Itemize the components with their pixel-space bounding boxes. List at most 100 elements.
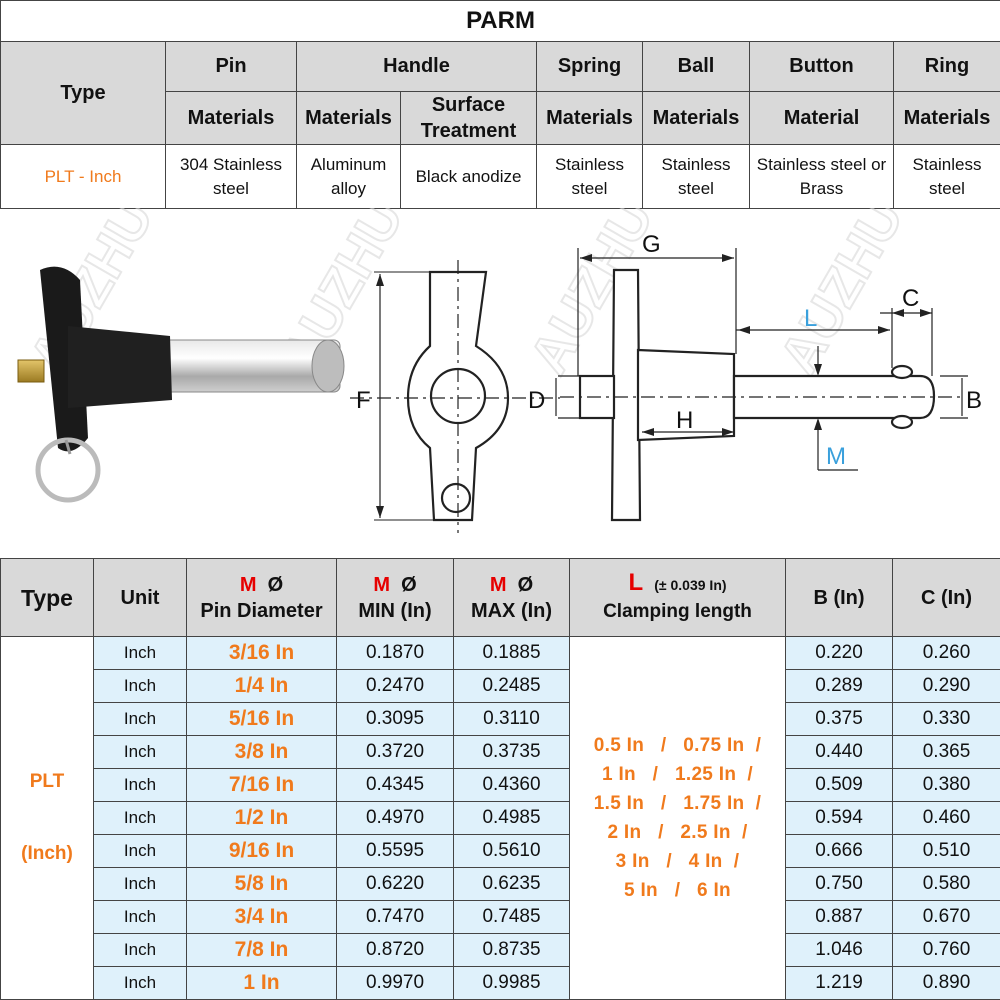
unit-cell: Inch: [93, 636, 187, 670]
dimension-lines: [555, 248, 968, 471]
c-cell: 0.510: [892, 834, 1000, 868]
b-cell: 0.594: [785, 801, 893, 835]
group-pin: Pin: [165, 41, 297, 92]
label-m: M: [826, 443, 846, 470]
m-letter: M: [239, 573, 257, 596]
sub-header: Materials: [892, 91, 1000, 145]
side-view: [560, 268, 960, 522]
max-cell: 0.7485: [453, 900, 570, 934]
b-cell: 0.289: [785, 669, 893, 703]
sub-header: Materials: [642, 91, 750, 145]
group-spring: Spring: [536, 41, 643, 92]
watermark-text: AUZHU: [768, 208, 914, 384]
type-value: PLT - Inch: [0, 144, 166, 209]
pin-diameter-cell: 1 In: [186, 966, 337, 1000]
max-cell: 0.6235: [453, 867, 570, 901]
tolerance-label: (± 0.039 In): [654, 577, 727, 593]
unit-cell: Inch: [93, 834, 187, 868]
pin-diameter-cell: 5/16 In: [186, 702, 337, 736]
clamping-line: 3 In / 4 In /: [615, 851, 740, 872]
min-cell: 0.4970: [336, 801, 454, 835]
c-cell: 0.760: [892, 933, 1000, 967]
unit-cell: Inch: [93, 735, 187, 769]
table-title: PARM: [0, 0, 1000, 42]
b-cell: 1.046: [785, 933, 893, 967]
c-cell: 0.580: [892, 867, 1000, 901]
label-c: C: [902, 285, 919, 312]
min-cell: 0.8720: [336, 933, 454, 967]
b-cell: 0.440: [785, 735, 893, 769]
diameter-symbol: Ø: [267, 573, 284, 596]
group-ring: Ring: [892, 41, 1000, 92]
min-cell: 0.9970: [336, 966, 454, 1000]
clamping-line: 1.5 In / 1.75 In /: [593, 793, 762, 814]
col-type: Type: [0, 558, 94, 637]
col-pin-diameter: M Ø Pin Diameter: [186, 558, 337, 637]
c-cell: 0.365: [892, 735, 1000, 769]
min-cell: 0.5595: [336, 834, 454, 868]
col-unit: Unit: [93, 558, 187, 637]
front-view: [350, 260, 560, 533]
diameter-symbol: Ø: [517, 573, 534, 596]
c-cell: 0.670: [892, 900, 1000, 934]
pin-diameter-cell: 1/4 In: [186, 669, 337, 703]
c-cell: 0.290: [892, 669, 1000, 703]
group-button: Button: [749, 41, 894, 92]
sub-header: Materials: [165, 91, 297, 145]
min-cell: 0.7470: [336, 900, 454, 934]
max-label: MAX (In): [470, 599, 553, 622]
min-cell: 0.3095: [336, 702, 454, 736]
max-cell: 0.3110: [453, 702, 570, 736]
clamping-cell: 0.5 In / 0.75 In /1 In / 1.25 In /1.5 In…: [569, 636, 786, 1000]
max-cell: 0.5610: [453, 834, 570, 868]
label-f: F: [356, 387, 371, 414]
m-letter: M: [373, 573, 390, 596]
b-cell: 0.220: [785, 636, 893, 670]
b-cell: 0.375: [785, 702, 893, 736]
b-cell: 1.219: [785, 966, 893, 1000]
c-cell: 0.330: [892, 702, 1000, 736]
pin-diameter-cell: 9/16 In: [186, 834, 337, 868]
sub-header: Materials: [296, 91, 401, 145]
pin-diameter-cell: 5/8 In: [186, 867, 337, 901]
unit-cell: Inch: [93, 669, 187, 703]
max-cell: 0.8735: [453, 933, 570, 967]
clamping-label: Clamping length: [603, 601, 752, 622]
col-min: M Ø MIN (In): [336, 558, 454, 637]
group-ball: Ball: [642, 41, 750, 92]
clamping-line: 5 In / 6 In: [624, 880, 731, 901]
material-value: Stainless steel: [892, 144, 1000, 209]
sub-header: Materials: [536, 91, 643, 145]
pin-diameter-cell: 7/16 In: [186, 768, 337, 802]
label-l: L: [804, 305, 817, 332]
col-max: M Ø MAX (In): [453, 558, 570, 637]
spec-table: Type Unit M Ø Pin Diameter M Ø MIN (In) …: [0, 558, 1000, 1000]
type-header: Type: [0, 41, 166, 145]
sub-header: Material: [749, 91, 894, 145]
pin-diameter-cell: 7/8 In: [186, 933, 337, 967]
c-cell: 0.260: [892, 636, 1000, 670]
max-cell: 0.4985: [453, 801, 570, 835]
max-cell: 0.1885: [453, 636, 570, 670]
type-unit-value: (Inch): [21, 843, 73, 864]
label-b: B: [966, 387, 982, 414]
unit-cell: Inch: [93, 966, 187, 1000]
unit-cell: Inch: [93, 867, 187, 901]
min-cell: 0.3720: [336, 735, 454, 769]
pin-diameter-cell: 3/8 In: [186, 735, 337, 769]
type-value: PLT: [29, 771, 65, 792]
b-cell: 0.509: [785, 768, 893, 802]
max-cell: 0.3735: [453, 735, 570, 769]
pin-photo: [17, 266, 345, 503]
l-letter: L: [628, 569, 644, 596]
pin-diameter-cell: 3/16 In: [186, 636, 337, 670]
material-value: Aluminum alloy: [296, 144, 401, 209]
type-cell: PLT (Inch): [0, 636, 94, 1000]
